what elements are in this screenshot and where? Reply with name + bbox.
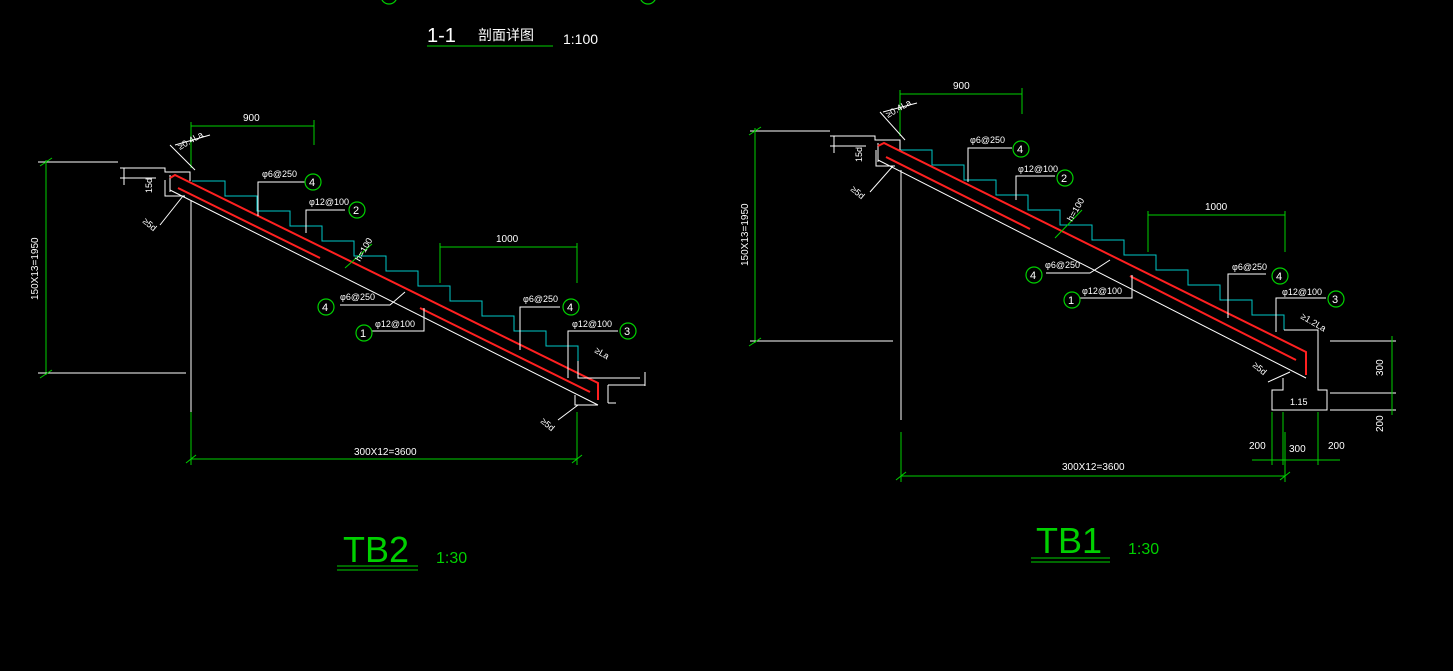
tb1-bubble-3-num: 3	[1332, 294, 1338, 306]
tb1-dim-200a: 200	[1249, 441, 1266, 452]
tb2-bubble-4a-num: 4	[309, 177, 315, 189]
tb1-slab-soffit	[877, 159, 1307, 379]
tb1-anchor-top: ≥0.4La	[884, 97, 913, 119]
tb1-bubble-4b-num: 4	[1030, 270, 1036, 282]
tb2-dim-1000: 1000	[439, 234, 578, 283]
tb1-dim-200v: 200	[1375, 415, 1386, 432]
tb1-anchor-top2: 15d	[854, 147, 864, 162]
tb1-bubble-4c-num: 4	[1276, 271, 1282, 283]
tb1-callouts: φ6@250 4 φ12@100 2 φ6@250 4 φ12@100 1 φ6…	[967, 135, 1345, 332]
tb2-dim-bottom-text: 300X12=3600	[354, 447, 417, 458]
tb1-h-label: h=100	[1065, 196, 1086, 223]
tb2-callout-3-text: φ12@100	[572, 319, 612, 329]
tb2-top-landing	[120, 167, 191, 181]
tb1-dim-1000: 1000	[1147, 202, 1286, 252]
tb1-bubble-4c	[1271, 267, 1289, 285]
tb2-callout-4c-text: φ6@250	[523, 294, 558, 304]
tb1-dim-200b: 200	[1328, 441, 1345, 452]
tb1-bubble-4b	[1025, 266, 1043, 284]
tb2-drawing: 150X13=1950 900	[30, 113, 646, 571]
tb1-callout-1-text: φ12@100	[1082, 286, 1122, 296]
tb2-scale: 1:30	[436, 550, 467, 567]
tb1-top-landing	[830, 135, 901, 150]
tb2-callouts: φ6@250 4 φ12@100 2 φ6@250 4 φ12@100 1 φ6…	[257, 169, 637, 378]
tb1-bubble-2	[1056, 169, 1074, 187]
tb2-bubble-3-num: 3	[624, 326, 630, 338]
tb1-beam-label: 1.15	[1290, 397, 1308, 407]
tb2-bottom-landing	[577, 361, 640, 379]
tb1-callout-3-text: φ12@100	[1282, 287, 1322, 297]
tb1-bubble-1	[1063, 291, 1081, 309]
section-header: 1-1 剖面详图 1:100	[427, 25, 598, 47]
tb2-bubble-1	[355, 324, 373, 342]
tb1-callout-2-text: φ12@100	[1018, 164, 1058, 174]
tb2-anchor-bottom: ≥5d	[539, 416, 557, 433]
tb2-dim-1000-text: 1000	[496, 234, 519, 245]
tb1-callout-4b-text: φ6@250	[1045, 260, 1080, 270]
tb1-step-profile	[900, 149, 1285, 330]
tb1-support-beam	[1271, 329, 1328, 411]
tb1-bubble-2-num: 2	[1061, 173, 1067, 185]
tb2-anchor-right: ≥La	[593, 345, 611, 361]
tb1-dim-300h: 300	[1289, 444, 1306, 455]
tb2-dim-height: 150X13=1950	[30, 237, 41, 300]
tb1-dim-900-text: 900	[953, 81, 970, 92]
tb2-h-label: h=100	[353, 236, 374, 263]
tb1-drawing: 150X13=1950 900 1000	[740, 81, 1396, 563]
tb1-bubble-4a-num: 4	[1017, 144, 1023, 156]
tb1-dim-bottom: 300X12=3600	[895, 432, 1291, 482]
cut-off-bubble-left	[381, 0, 397, 5]
tb2-callout-1-text: φ12@100	[375, 319, 415, 329]
tb2-bubble-2	[348, 201, 366, 219]
tb1-bottom-rebar	[1129, 275, 1297, 361]
tb2-anchor-top: ≥0.4La	[176, 129, 205, 151]
tb2-bubble-4b-num: 4	[322, 302, 328, 314]
tb2-callout-4a-text: φ6@250	[262, 169, 297, 179]
section-label: 1-1	[427, 25, 456, 47]
tb2-anchor-top2: 15d	[144, 178, 154, 193]
tb2-step-profile	[192, 180, 579, 361]
tb1-dim-bottom-text: 300X12=3600	[1062, 462, 1125, 473]
tb2-top-rebar	[177, 187, 321, 259]
tb1-main-rebar	[877, 141, 1307, 375]
tb2-main-rebar	[169, 173, 599, 400]
tb2-dim-bottom: 300X12=3600	[185, 412, 583, 465]
tb1-bubble-4a	[1012, 140, 1030, 158]
tb1-bubble-1-num: 1	[1068, 295, 1074, 307]
tb2-bubble-4b	[317, 298, 335, 316]
tb2-dim-900: 900	[190, 113, 315, 168]
tb1-callout-4c-text: φ6@250	[1232, 262, 1267, 272]
tb1-dim-300v: 300	[1375, 359, 1386, 376]
tb2-bottom-rebar	[419, 307, 591, 393]
tb1-dim-1000-text: 1000	[1205, 202, 1228, 213]
tb2-title: TB2	[343, 529, 409, 570]
tb1-anchor-bottom: ≥5d	[1251, 360, 1269, 377]
tb1-bubble-3	[1327, 290, 1345, 308]
tb1-scale: 1:30	[1128, 541, 1159, 558]
tb2-callout-4b-text: φ6@250	[340, 292, 375, 302]
tb2-dim-900-text: 900	[243, 113, 260, 124]
tb1-anchor-left: ≥5d	[849, 184, 867, 201]
section-scale: 1:100	[563, 31, 598, 47]
tb2-bubble-4c-num: 4	[567, 302, 573, 314]
tb2-bubble-4a	[304, 173, 322, 191]
tb1-beam-dimensions: 300 200 200 300 200	[1249, 336, 1396, 465]
tb2-callout-2-text: φ12@100	[309, 197, 349, 207]
tb2-bubble-1-num: 1	[360, 328, 366, 340]
tb2-bubble-2-num: 2	[353, 205, 359, 217]
tb1-title: TB1	[1036, 520, 1102, 561]
tb2-bubble-4c	[562, 298, 580, 316]
tb2-height-dimension: 150X13=1950	[30, 157, 186, 379]
cut-off-bubble-right	[640, 0, 656, 5]
tb2-anchor-left: ≥5d	[141, 216, 159, 233]
tb1-top-rebar	[885, 156, 1031, 230]
tb1-callout-4a-text: φ6@250	[970, 135, 1005, 145]
tb1-height-dimension: 150X13=1950	[740, 126, 893, 347]
section-title: 剖面详图	[478, 27, 534, 43]
tb1-dim-height: 150X13=1950	[740, 203, 751, 266]
tb2-bubble-3	[619, 322, 637, 340]
tb1-dim-900: 900	[899, 81, 1023, 136]
tb2-slab-soffit	[169, 189, 599, 406]
